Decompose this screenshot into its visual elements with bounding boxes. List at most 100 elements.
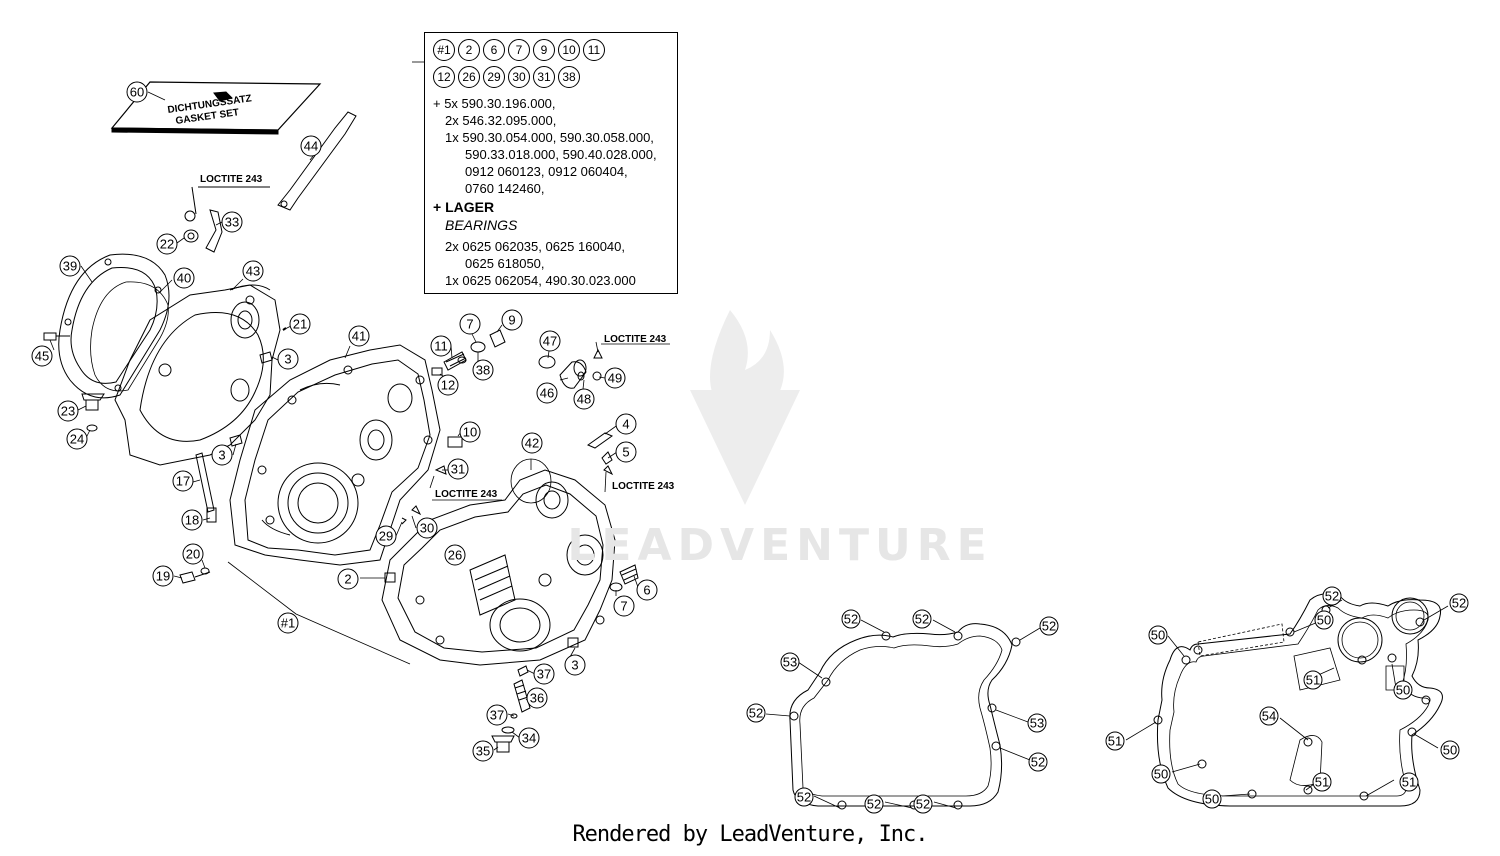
callout-circle <box>156 233 178 255</box>
callout-circle <box>211 444 233 466</box>
callout-circle <box>486 704 508 726</box>
callout-circle <box>564 654 586 676</box>
callout-number: 52 <box>1031 755 1045 770</box>
callout-circle <box>472 359 494 381</box>
callout-number: 26 <box>448 548 462 563</box>
callout-circle <box>152 565 174 587</box>
part-ref-badge: 11 <box>583 39 605 61</box>
callout-circle <box>459 313 481 335</box>
callout-number: 53 <box>783 655 797 670</box>
callout-number: 2 <box>344 572 351 587</box>
callout-number: 40 <box>177 271 191 286</box>
callout-number: 3 <box>284 352 291 367</box>
callout-number: 29 <box>379 529 393 544</box>
shift-lever <box>277 111 357 211</box>
callout-circle <box>526 687 548 709</box>
callout-number: 52 <box>749 706 763 721</box>
callout-number: 52 <box>797 790 811 805</box>
callout-circle <box>289 313 311 335</box>
footer-credit: Rendered by LeadVenture, Inc. <box>572 822 928 847</box>
callout-circle <box>444 544 466 566</box>
callout-circle <box>277 612 299 634</box>
callout-number: 50 <box>1205 792 1219 807</box>
callout-number: 51 <box>1306 673 1320 688</box>
callout-number: 50 <box>1317 613 1331 628</box>
callout-number: 37 <box>490 708 504 723</box>
callout-circle <box>794 787 814 807</box>
bearings-heading: BEARINGS <box>445 217 518 233</box>
callout-number: 51 <box>1315 775 1329 790</box>
loctite-label: LOCTITE 243 <box>612 481 675 492</box>
callout-number: 39 <box>63 259 77 274</box>
lager-heading: + LAGER <box>433 199 495 215</box>
stud-17 <box>195 452 215 513</box>
callout-number: 60 <box>130 85 144 100</box>
callout-circle <box>1449 593 1469 613</box>
gasket-a <box>765 619 1041 810</box>
bearing-line-2: 0625 618050, <box>465 256 545 271</box>
callout-number: 50 <box>1151 628 1165 643</box>
callout-number: 21 <box>293 317 307 332</box>
kit-line-2: 2x 546.32.095.000, <box>445 113 557 128</box>
callout-number: 19 <box>156 569 170 584</box>
callout-circle <box>447 458 469 480</box>
gasket-set-card: DICHTUNGSSATZ GASKET SET <box>110 81 322 135</box>
callout-circle <box>348 325 370 347</box>
callout-number: 43 <box>246 264 260 279</box>
callout-number: 6 <box>643 583 650 598</box>
clutch-cover-outer <box>58 253 170 399</box>
callout-circle <box>912 609 932 629</box>
callout-number: 48 <box>577 392 591 407</box>
callout-circle <box>521 432 543 454</box>
callout-circle <box>518 727 540 749</box>
water-pump-parts <box>538 348 603 389</box>
callout-number: 33 <box>225 215 239 230</box>
callout-circle <box>337 568 359 590</box>
small-parts-center <box>229 327 506 583</box>
callout-number: 52 <box>916 797 930 812</box>
callout-circle <box>66 428 88 450</box>
part-ref-badge: 2 <box>458 39 480 61</box>
callout-circle <box>1399 772 1419 792</box>
crankcase-right-half <box>381 469 616 666</box>
callout-circle <box>1202 789 1222 809</box>
callout-number: 36 <box>530 691 544 706</box>
part-ref-badge: 10 <box>558 39 580 61</box>
callout-number: 52 <box>844 612 858 627</box>
callout-number: 51 <box>1108 734 1122 749</box>
callout-circle <box>437 374 459 396</box>
callout-circle <box>539 330 561 352</box>
callout-circle <box>1303 670 1323 690</box>
callout-circle <box>501 309 523 331</box>
callout-number: 52 <box>1452 596 1466 611</box>
callout-number: 52 <box>867 797 881 812</box>
callout-circle <box>1028 752 1048 772</box>
callout-number: 44 <box>304 139 318 154</box>
callout-circle <box>615 441 637 463</box>
callout-circle <box>1151 764 1171 784</box>
drain-plug-23 <box>81 393 105 432</box>
callout-circle <box>573 388 595 410</box>
callout-number: 50 <box>1396 683 1410 698</box>
callout-circle <box>1393 680 1413 700</box>
callout-number: 11 <box>434 339 448 354</box>
part-ref-badge: 30 <box>508 66 530 88</box>
callout-circle <box>472 740 494 762</box>
gasket-b <box>1125 593 1449 807</box>
part-ref-badge: 31 <box>533 66 555 88</box>
callout-circle <box>613 595 635 617</box>
callout-circle <box>533 663 555 685</box>
callout-number: 41 <box>352 329 366 344</box>
callout-circle <box>1314 610 1334 630</box>
callout-number: 5 <box>622 445 629 460</box>
callout-circle <box>126 81 148 103</box>
callout-number: 12 <box>441 378 455 393</box>
callout-number: 3 <box>571 658 578 673</box>
callout-number: 7 <box>620 599 627 614</box>
callout-circle <box>746 703 766 723</box>
